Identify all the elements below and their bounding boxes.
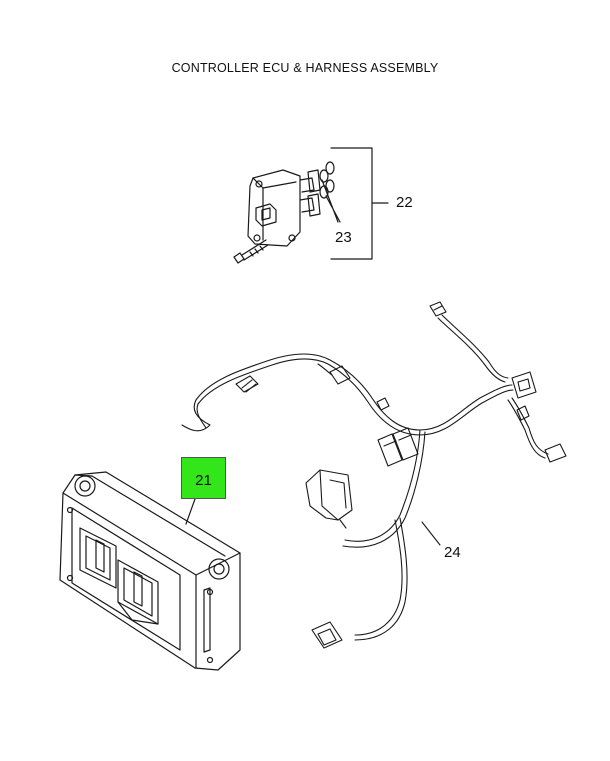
diagram-title: CONTROLLER ECU & HARNESS ASSEMBLY [171,61,439,75]
harness-drawing [181,301,567,649]
callout-21-ecu[interactable]: 21 [181,457,226,499]
bolt-drawing [233,239,269,264]
valve-block-drawing [247,169,321,247]
callout-24-harness[interactable]: 24 [444,544,461,561]
callout-22-valve-assembly[interactable]: 22 [396,194,413,211]
callout-23-o-rings[interactable]: 23 [335,229,352,246]
ecu-drawing [59,471,241,671]
